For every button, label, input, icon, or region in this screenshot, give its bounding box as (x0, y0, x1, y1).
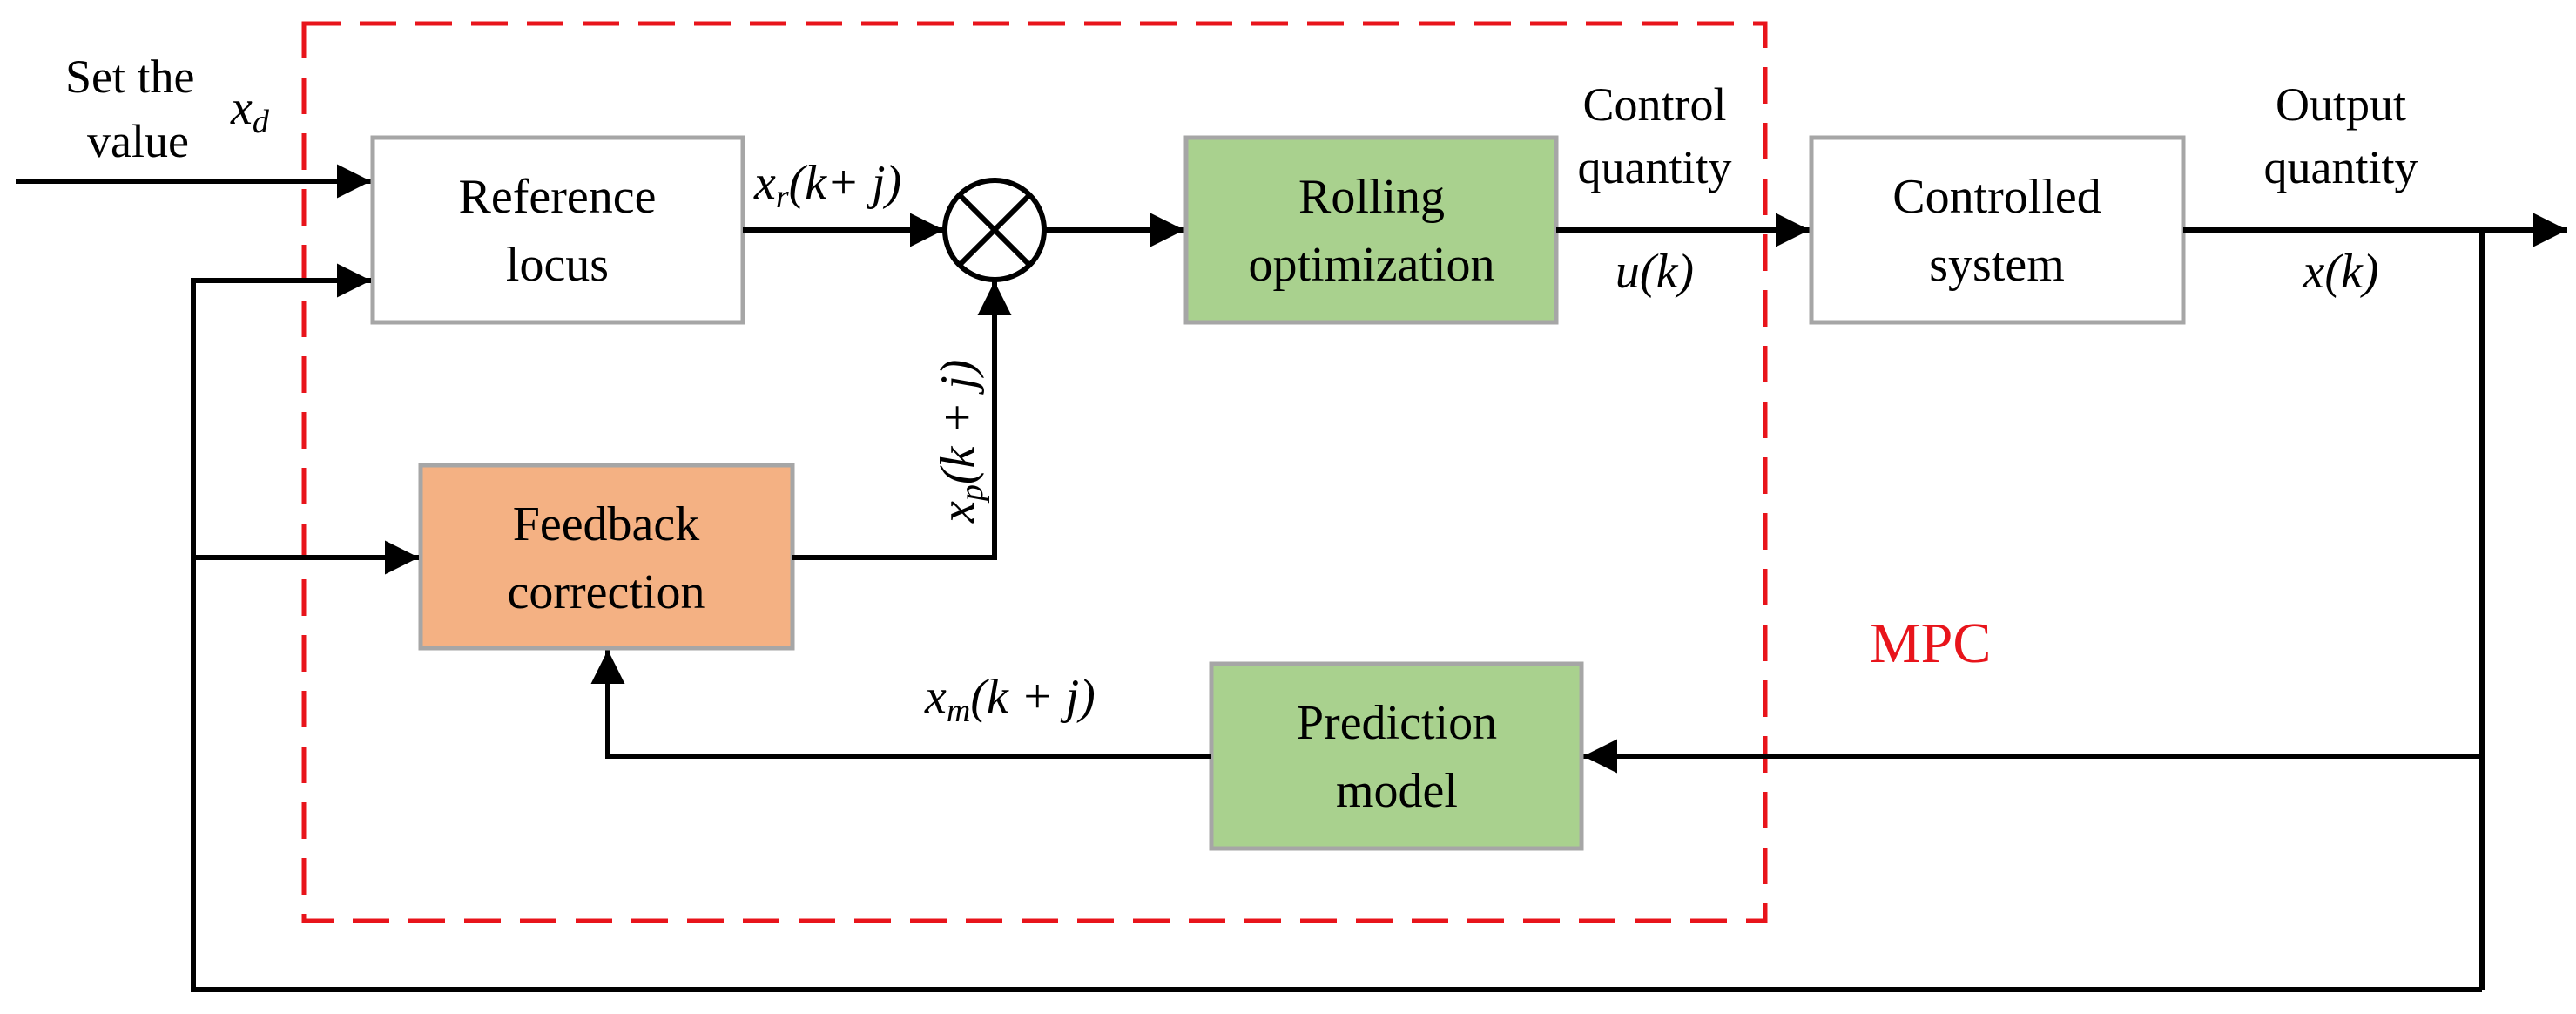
rolling-optimization-block: Rolling optimization (1183, 135, 1559, 325)
svg-text:optimization: optimization (1248, 238, 1494, 292)
svg-text:Output: Output (2276, 78, 2406, 131)
feedback-correction-block: Feedback correction (418, 463, 795, 651)
svg-text:model: model (1336, 764, 1458, 818)
mpc-label: MPC (1870, 612, 1991, 675)
svg-text:quantity: quantity (2264, 141, 2418, 193)
svg-text:Feedback: Feedback (513, 497, 700, 551)
svg-text:value: value (87, 115, 189, 167)
svg-text:Reference: Reference (459, 170, 657, 224)
svg-text:x(k): x(k) (2302, 245, 2378, 299)
xm-signal-label: xm(k + j) (924, 670, 1096, 729)
prediction-to-feedback-wire (590, 650, 1211, 759)
svg-text:xd: xd (230, 81, 270, 140)
prediction-model-block: Prediction model (1209, 661, 1584, 851)
output-quantity-label: Output quantity x(k) (2264, 78, 2418, 299)
control-quantity-label: Control quantity u(k) (1578, 78, 1732, 299)
svg-text:Rolling: Rolling (1298, 170, 1445, 224)
return-loop-wire (191, 263, 2482, 992)
svg-text:Controlled: Controlled (1892, 170, 2101, 224)
svg-text:Set the: Set the (65, 51, 194, 103)
svg-text:quantity: quantity (1578, 141, 1732, 193)
svg-text:correction: correction (508, 565, 705, 619)
svg-text:Prediction: Prediction (1297, 696, 1497, 750)
summing-junction (942, 178, 1047, 282)
xp-signal-label: xp(k + j) (931, 360, 990, 524)
feedback-to-junction-wire (792, 281, 1012, 560)
mpc-boundary (301, 21, 1768, 923)
svg-text:locus: locus (506, 238, 609, 292)
svg-text:u(k): u(k) (1615, 245, 1694, 299)
svg-text:system: system (1929, 238, 2065, 292)
controlled-system-block: Controlled system (1809, 135, 2186, 325)
reference-locus-block: Reference locus (370, 135, 745, 325)
xr-signal-label: xr(k+ j) (753, 156, 901, 215)
svg-text:Control: Control (1582, 78, 1726, 131)
setpoint-label: Set the value xd (65, 51, 270, 167)
